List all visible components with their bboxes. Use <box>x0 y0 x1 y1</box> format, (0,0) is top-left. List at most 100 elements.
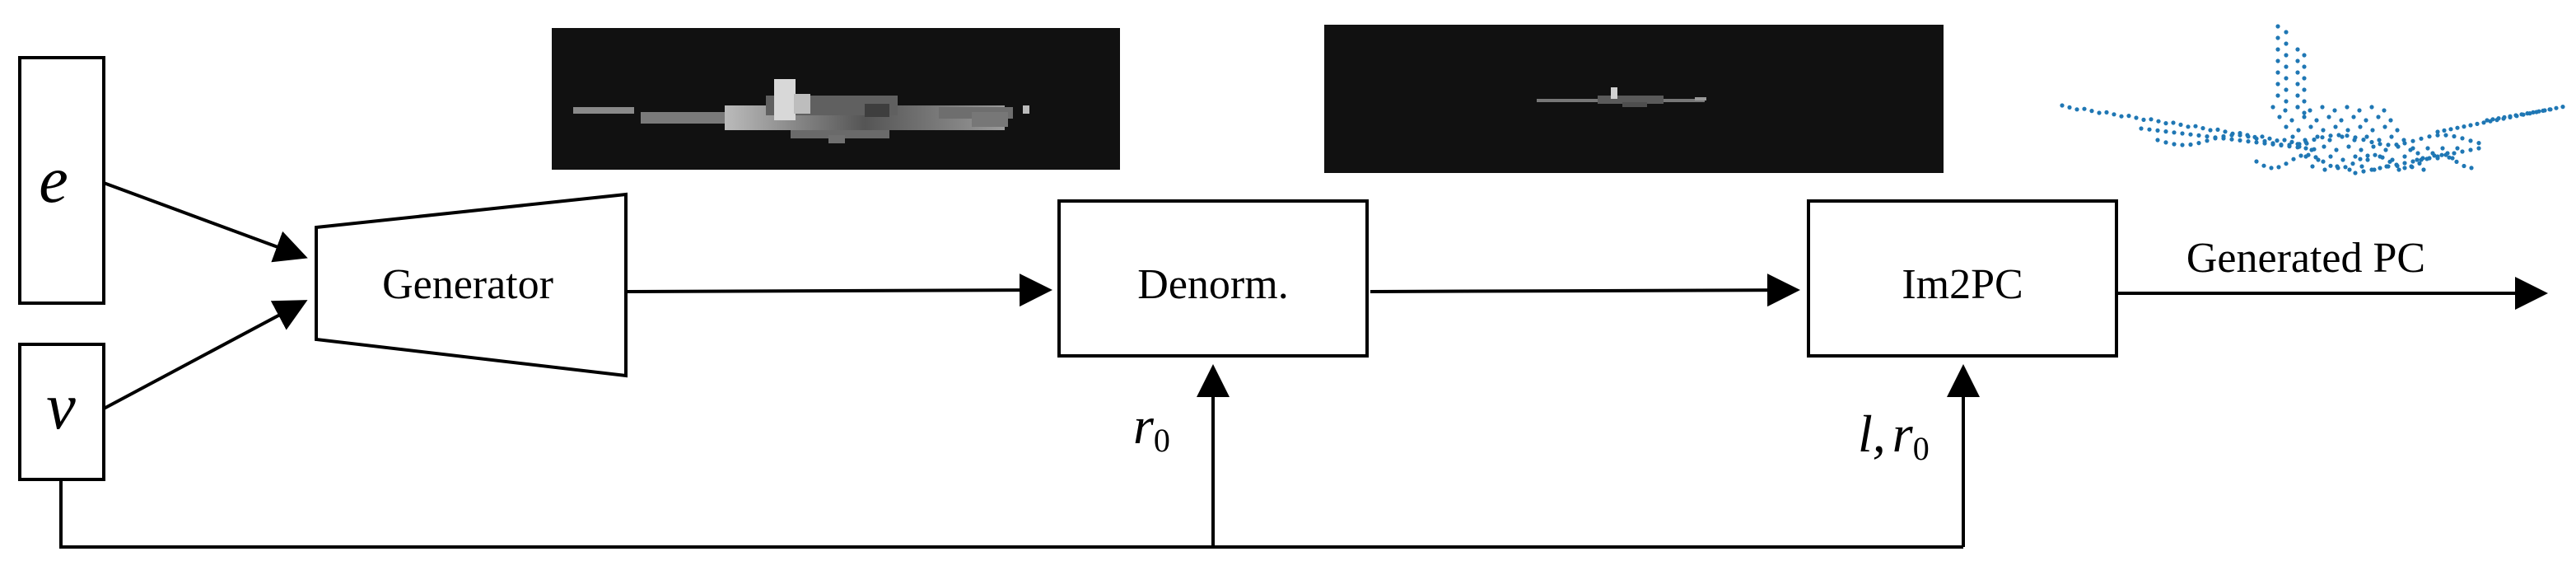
point-cloud-point <box>2322 144 2326 149</box>
point-cloud-point <box>2275 24 2280 29</box>
point-cloud-point <box>2188 142 2193 147</box>
point-cloud-point <box>2283 108 2288 113</box>
point-cloud-point <box>2378 142 2382 147</box>
point-cloud-point <box>2445 151 2450 156</box>
point-cloud-point <box>2462 124 2466 129</box>
point-cloud-point <box>2178 122 2183 127</box>
point-cloud-point <box>2440 146 2445 151</box>
point-cloud-point <box>2357 108 2362 113</box>
point-cloud-point <box>2276 165 2281 170</box>
arrow-generator-to-denorm <box>625 273 1052 307</box>
point-cloud-point <box>2112 112 2116 117</box>
point-cloud-point <box>2296 128 2301 133</box>
point-cloud-point <box>2163 121 2168 126</box>
point-cloud-point <box>2267 136 2272 141</box>
denorm-param-label: r0 <box>1133 396 1170 459</box>
point-cloud-point <box>2303 138 2308 143</box>
point-cloud-point <box>2435 133 2440 138</box>
point-cloud-point <box>2260 134 2265 139</box>
point-cloud-point <box>2536 109 2541 114</box>
point-cloud-point <box>2141 117 2146 122</box>
point-cloud-point <box>2476 141 2481 146</box>
point-cloud-point <box>2295 70 2300 75</box>
point-cloud-point <box>2254 140 2259 145</box>
point-cloud-point <box>2316 157 2321 162</box>
point-cloud-point <box>2370 128 2375 133</box>
point-cloud-point <box>2435 129 2440 134</box>
point-cloud-point <box>2229 133 2234 138</box>
point-cloud-point <box>2454 159 2459 164</box>
point-cloud-point <box>2361 169 2366 174</box>
point-cloud-point <box>2452 151 2457 156</box>
point-cloud-point <box>2396 167 2401 172</box>
im2pc-param-r: r <box>1892 404 1914 463</box>
point-cloud-point <box>2377 138 2382 143</box>
point-cloud-point <box>2439 152 2444 157</box>
point-cloud-point <box>2361 138 2366 143</box>
denorm-param-r-sub: 0 <box>1154 422 1170 459</box>
point-cloud-point <box>2390 157 2395 162</box>
point-cloud-point <box>2420 156 2425 161</box>
point-cloud-point <box>2345 105 2350 110</box>
point-cloud-point <box>2196 141 2201 146</box>
point-cloud-point <box>2119 114 2124 119</box>
point-cloud-point <box>2496 116 2501 121</box>
generated-depth-image <box>552 28 1120 170</box>
point-cloud-point <box>2172 130 2177 135</box>
point-cloud-point <box>2455 125 2460 130</box>
point-cloud-point <box>2275 82 2280 86</box>
point-cloud-point <box>2525 111 2530 116</box>
point-cloud-point <box>2289 139 2294 144</box>
point-cloud-point <box>2327 138 2332 143</box>
point-cloud-point <box>2302 76 2307 81</box>
point-cloud-point <box>2060 103 2065 108</box>
point-cloud-point <box>2270 141 2275 146</box>
im2pc-param-r-sub: 0 <box>1913 430 1930 467</box>
point-cloud-point <box>2163 129 2168 134</box>
point-cloud-point <box>2238 138 2242 143</box>
input-v-label: v <box>46 371 76 443</box>
point-cloud-point <box>2369 105 2374 110</box>
point-cloud-point <box>2351 115 2356 119</box>
point-cloud-point <box>2097 110 2102 115</box>
point-cloud-point <box>2462 163 2466 169</box>
point-cloud-point <box>2353 154 2358 159</box>
point-cloud-point <box>2246 134 2251 139</box>
point-cloud-point <box>2186 124 2191 129</box>
im2pc-block: Im2PC <box>1807 199 2118 358</box>
point-cloud-point <box>2284 124 2289 129</box>
point-cloud-point <box>2246 139 2251 144</box>
point-cloud-point <box>2371 144 2376 149</box>
point-cloud-point <box>2302 99 2307 104</box>
point-cloud-point <box>2419 136 2424 141</box>
point-cloud-point <box>2067 105 2072 110</box>
point-cloud-point <box>2450 156 2455 161</box>
denorm-label: Denorm. <box>1137 261 1288 308</box>
point-cloud-point <box>2402 161 2407 166</box>
point-cloud-point <box>2134 115 2139 120</box>
point-cloud-point <box>2378 166 2382 171</box>
point-cloud-point <box>2402 154 2407 159</box>
point-cloud-point <box>2358 124 2363 129</box>
im2pc-label: Im2PC <box>1902 261 2023 308</box>
point-cloud-point <box>2359 147 2364 152</box>
point-cloud-point <box>2104 110 2109 115</box>
point-cloud-point <box>2290 134 2295 139</box>
im2pc-param-sep: , <box>1873 404 1886 463</box>
feedback-line <box>59 479 1963 549</box>
point-cloud-point <box>2284 76 2289 81</box>
point-cloud-point <box>2410 146 2415 151</box>
point-cloud-point <box>2508 114 2513 119</box>
point-cloud-point <box>2193 124 2198 129</box>
point-cloud-point <box>2415 157 2420 162</box>
input-e-label: e <box>39 144 68 217</box>
point-cloud-point <box>2513 113 2518 118</box>
point-cloud-point <box>2386 164 2391 169</box>
point-cloud-point <box>2386 143 2391 147</box>
denormalized-depth-image <box>1324 25 1944 173</box>
point-cloud-point <box>2310 164 2315 169</box>
point-cloud-point <box>2302 110 2307 115</box>
point-cloud-point <box>2396 144 2401 149</box>
point-cloud-point <box>2089 109 2094 114</box>
point-cloud-point <box>2180 131 2185 136</box>
